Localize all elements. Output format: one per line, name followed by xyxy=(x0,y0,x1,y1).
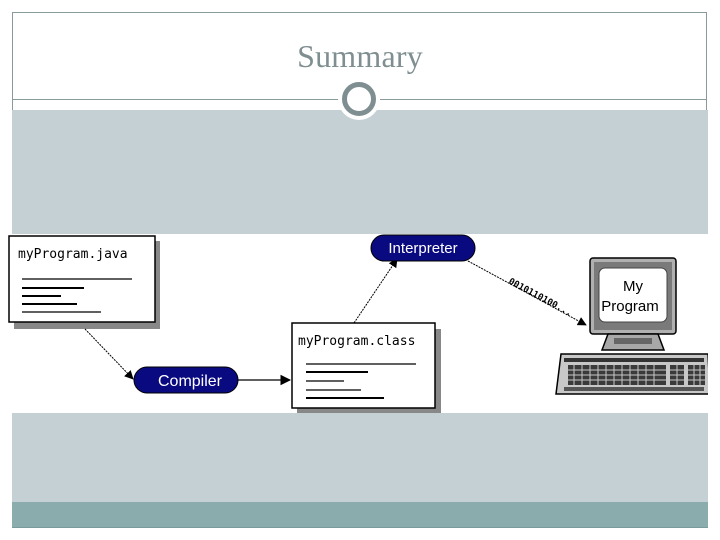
monitor-stand-shade xyxy=(614,338,652,344)
class-file-label: myProgram.class xyxy=(298,334,415,349)
source-file-document: myProgram.java xyxy=(8,235,160,329)
interpreter-pill xyxy=(370,234,476,262)
interpreter-node: Interpreter xyxy=(370,234,476,262)
class-file-box xyxy=(291,322,436,409)
computer-icon: My Program xyxy=(555,257,708,395)
class-file-document: myProgram.class xyxy=(291,322,441,413)
arrow-class-to-interpreter xyxy=(353,258,398,324)
source-file-label: myProgram.java xyxy=(18,247,128,262)
monitor-screen xyxy=(598,267,668,323)
divider-ornament-circle-icon xyxy=(342,82,376,116)
keyboard-spacebar-row xyxy=(564,387,704,391)
keyboard-function-row xyxy=(564,358,704,362)
java-compilation-diagram: myProgram.java Compiler myProgram.class xyxy=(8,234,708,413)
slide-title: Summary xyxy=(297,38,423,74)
diagram-svg: myProgram.java Compiler myProgram.class xyxy=(8,234,708,413)
arrow-source-to-compiler xyxy=(84,328,134,380)
compiler-label: Compiler xyxy=(158,373,223,390)
footer-band xyxy=(12,502,708,528)
screen-text-line1: My xyxy=(623,278,643,295)
arrow-interpreter-to-computer xyxy=(467,260,587,326)
interpreter-label: Interpreter xyxy=(388,240,457,257)
keyboard-key-grid xyxy=(568,365,705,385)
bytecode-label: 0010110100... xyxy=(507,277,574,319)
compiler-node: Compiler xyxy=(133,366,239,394)
screen-text-line2: Program xyxy=(601,298,659,315)
